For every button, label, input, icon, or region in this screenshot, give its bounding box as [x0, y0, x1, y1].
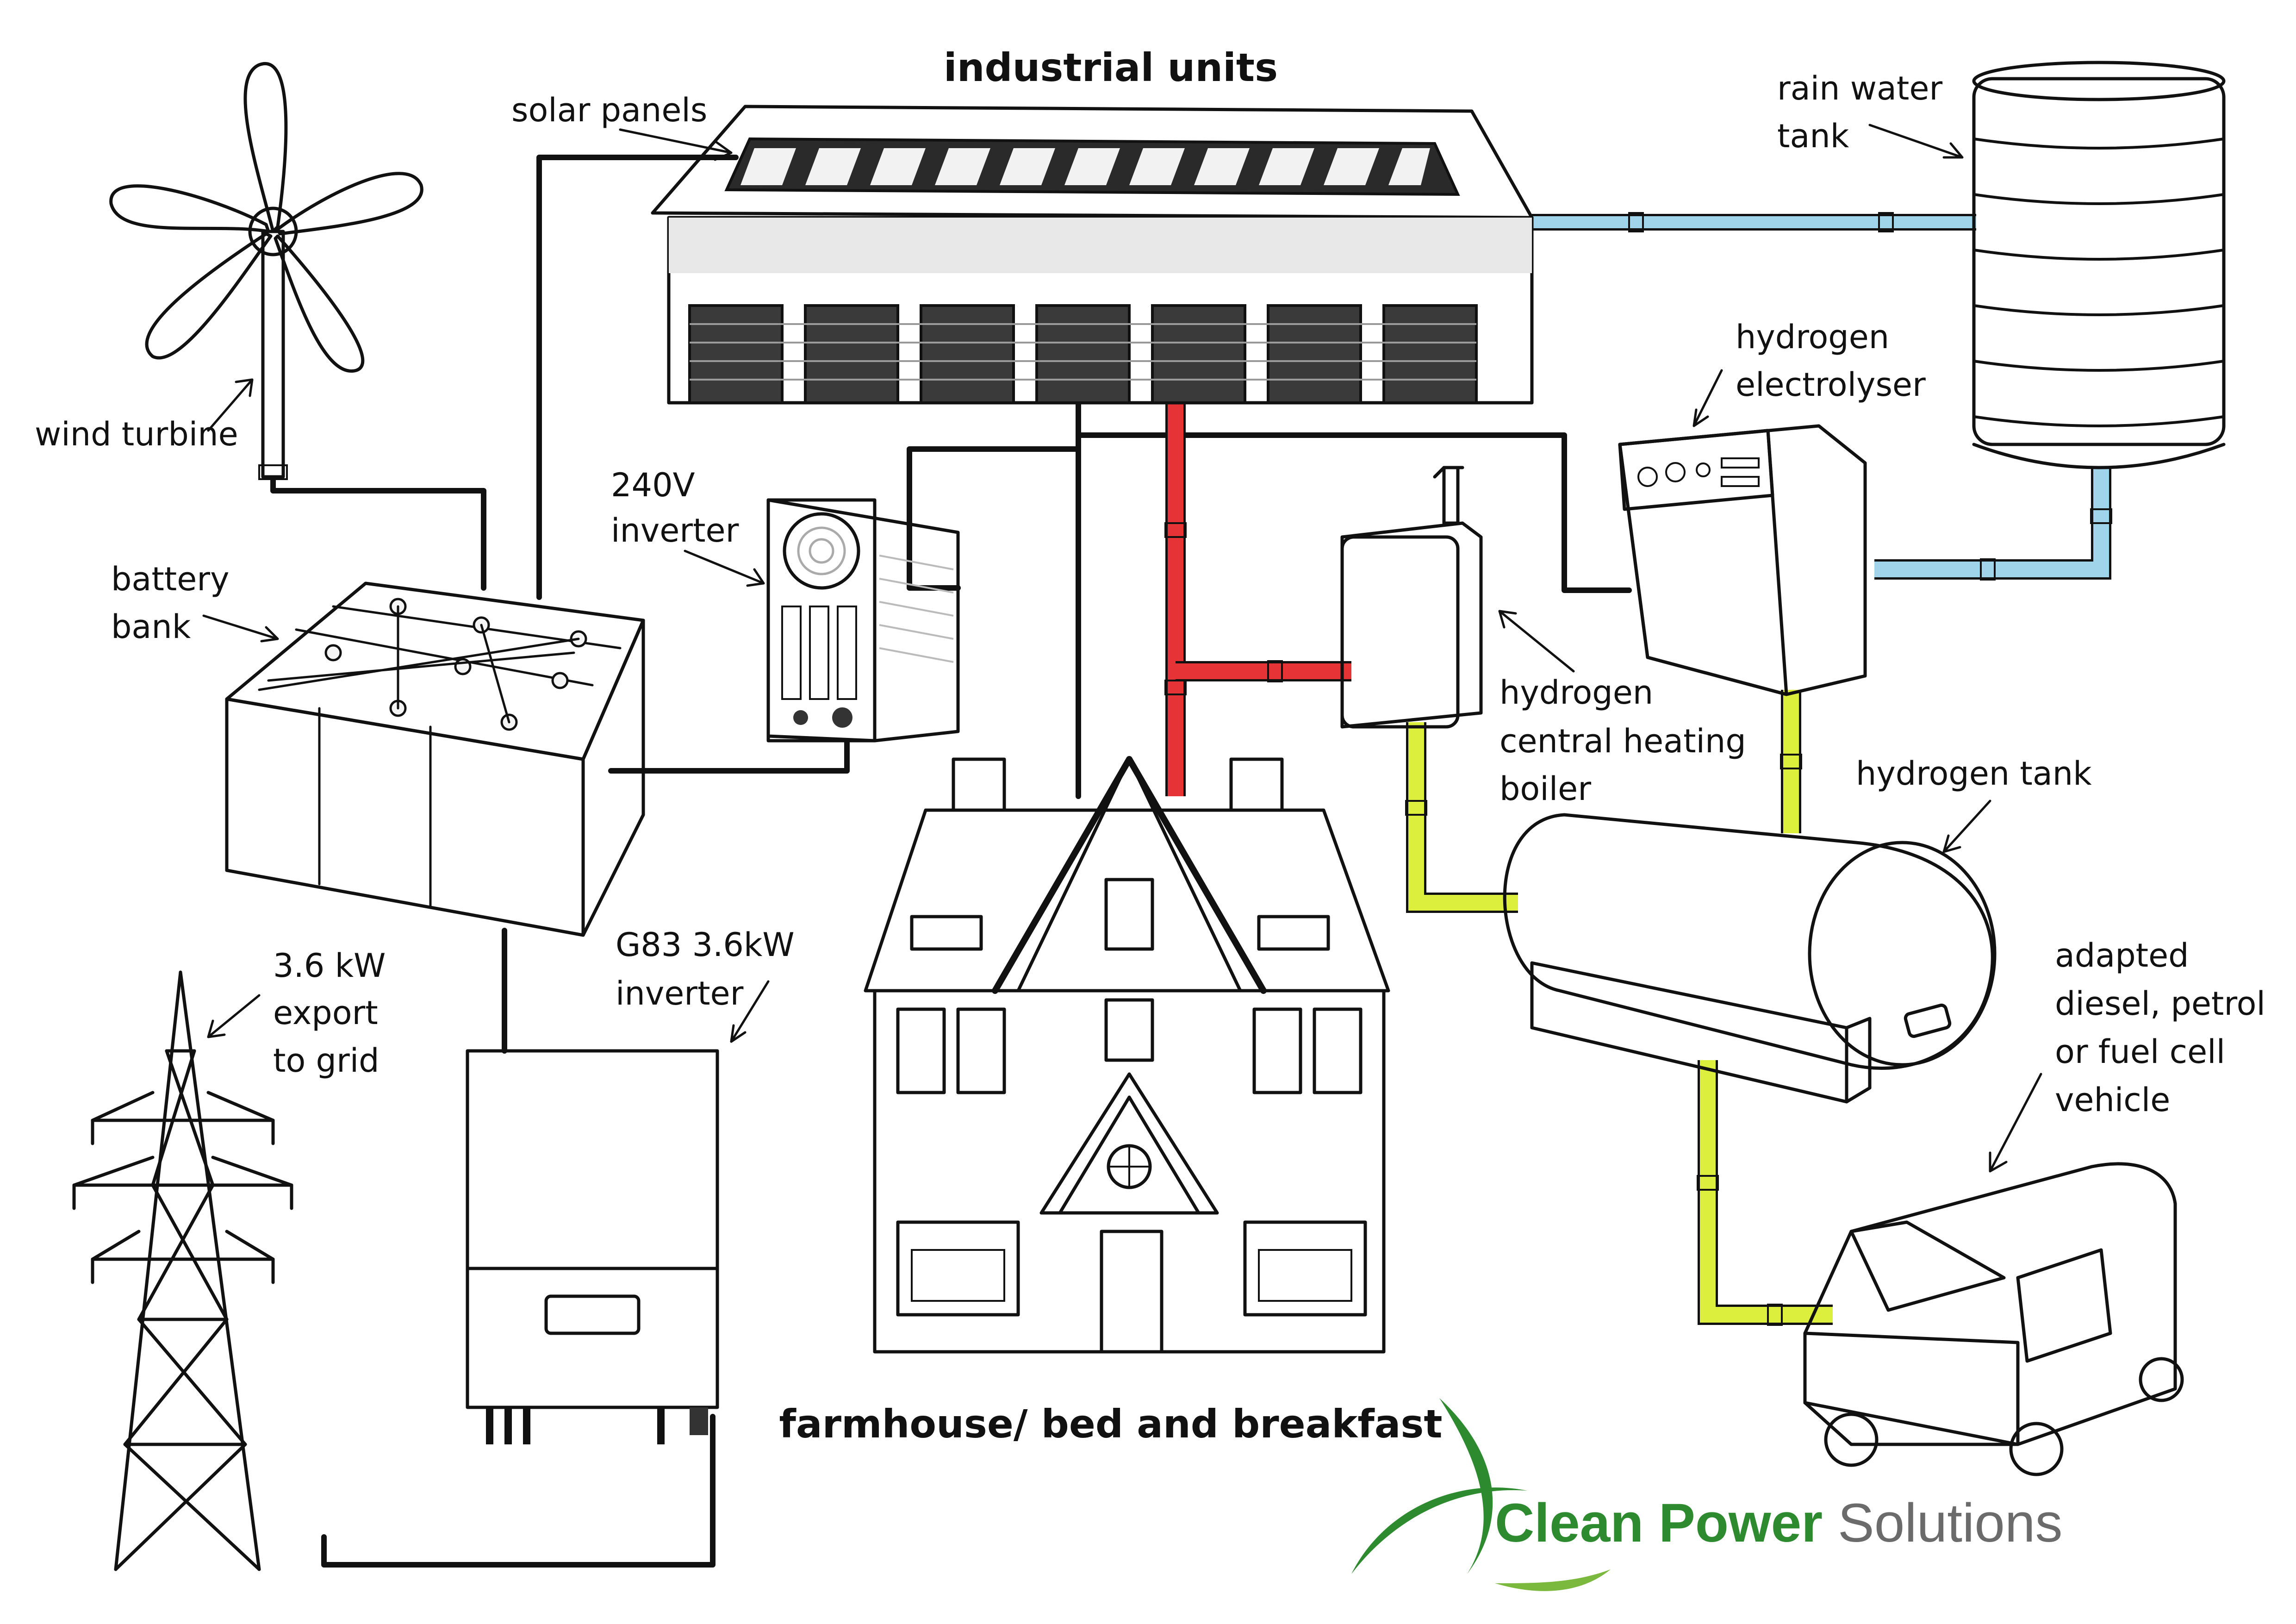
farmhouse	[864, 756, 1390, 1354]
hydrogen-boiler	[1340, 466, 1483, 729]
hydrogen-tank	[1503, 813, 1997, 1104]
inverter-240v-arrow	[684, 550, 765, 587]
wind-turbine	[109, 62, 423, 480]
g83-inverter-label-2: inverter	[616, 974, 744, 1012]
wind-turbine-arrow	[207, 378, 254, 432]
hydrogen-boiler-label-1: hydrogen	[1500, 674, 1653, 712]
hydrogen-tank-label: hydrogen tank	[1856, 755, 2092, 793]
vehicle-arrow	[1989, 1073, 2042, 1173]
cable-turbine-battery	[270, 476, 486, 591]
hot-water-pipe	[1164, 403, 1351, 796]
hydrogen-tank-arrow	[1942, 800, 1991, 853]
adapted-vehicle-van	[1803, 1162, 2184, 1476]
inverter-240v	[766, 498, 960, 743]
hydrogen-electrolyser-label-2: electrolyser	[1736, 366, 1926, 404]
cable-solar-battery	[536, 155, 739, 600]
logo-text: Clean Power Solutions	[1495, 1493, 2062, 1554]
cable-g83-pylon	[321, 1414, 716, 1568]
roller-doors	[688, 304, 1478, 404]
g83-inverter	[466, 1049, 719, 1444]
vehicle-label-2: diesel, petrol	[2055, 985, 2265, 1023]
battery-bank	[225, 581, 645, 937]
g83-inverter-label-1: G83 3.6kW	[616, 926, 795, 964]
export-to-grid-label-1: 3.6 kW	[273, 947, 386, 985]
wind-turbine-label: wind turbine	[35, 415, 238, 453]
hydrogen-pipe	[1405, 690, 1833, 1326]
hydrogen-boiler-label-3: boiler	[1500, 770, 1591, 808]
inverter-240v-label-2: inverter	[611, 512, 739, 550]
industrial-units-title: industrial units	[944, 45, 1278, 90]
farmhouse-title: farmhouse/ bed and breakfast	[779, 1401, 1442, 1447]
solar-panels-arrow	[619, 128, 733, 161]
cable-battery-inverter240	[608, 738, 850, 774]
rain-water-pipe	[1532, 212, 2112, 581]
inverter-240v-label-1: 240V	[611, 466, 695, 504]
hydrogen-electrolyser-arrow	[1692, 369, 1723, 427]
rain-water-tank-label-2: tank	[1777, 117, 1849, 155]
solar-panels-label: solar panels	[511, 91, 707, 129]
electricity-pylon	[72, 970, 293, 1571]
industrial-units	[651, 105, 1534, 405]
cable-industrial-electrolyser	[1076, 432, 1632, 593]
vehicle-label-3: or fuel cell	[2055, 1033, 2225, 1071]
solar-panel-array	[724, 137, 1460, 196]
g83-inverter-arrow	[730, 980, 770, 1043]
hydrogen-electrolyser	[1618, 424, 1867, 696]
hydrogen-electrolyser-label-1: hydrogen	[1736, 318, 1889, 356]
hydrogen-boiler-label-2: central heating	[1500, 722, 1746, 760]
battery-bank-arrow	[202, 614, 279, 643]
battery-bank-label-1: battery	[111, 560, 230, 598]
export-to-grid-label-2: export	[273, 994, 378, 1032]
vehicle-label-4: vehicle	[2055, 1081, 2170, 1119]
vehicle-label-1: adapted	[2055, 937, 2189, 974]
hydrogen-boiler-arrow	[1498, 610, 1575, 673]
export-to-grid-arrow	[207, 994, 261, 1038]
battery-bank-label-2: bank	[111, 608, 191, 646]
clean-power-solutions-logo: Clean Power Solutions	[1351, 1398, 2062, 1591]
export-to-grid-label-3: to grid	[273, 1042, 380, 1080]
cable-inverter240-house	[907, 446, 1081, 799]
rain-water-tank-label-1: rain water	[1777, 69, 1942, 107]
rain-water-tank-arrow	[1868, 124, 1964, 159]
rain-water-tank	[1972, 61, 2226, 469]
